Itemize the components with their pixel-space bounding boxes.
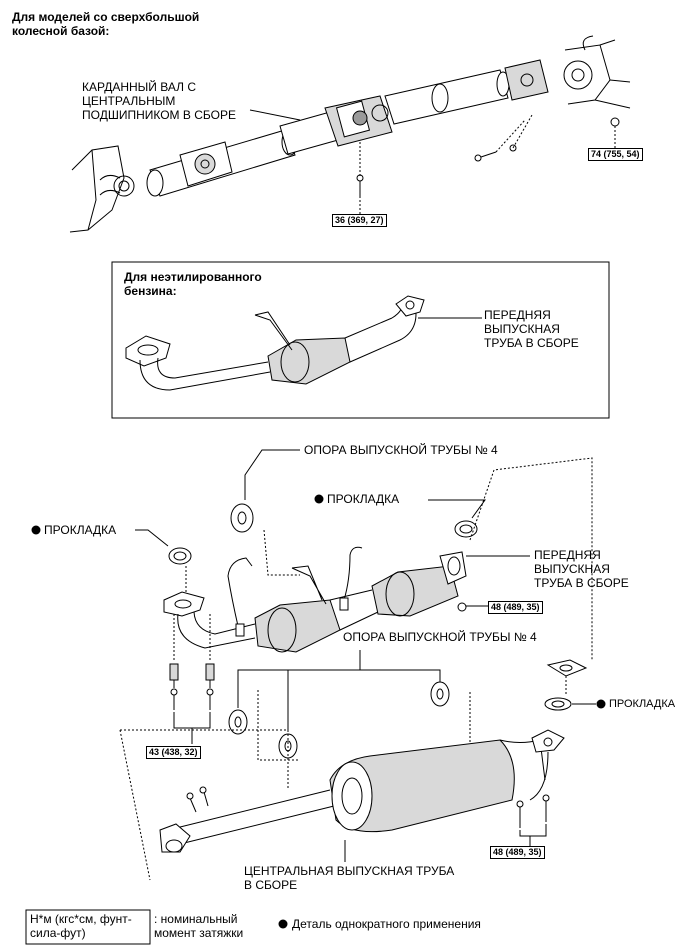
inset-pipe-line3: ТРУБА В СБОРЕ — [484, 336, 579, 350]
single-use-bullet — [31, 525, 41, 535]
front-pipe-line3: ТРУБА В СБОРЕ — [534, 576, 629, 590]
single-use-bullet — [278, 919, 288, 929]
legend-frame — [25, 909, 151, 945]
front-pipe-line2: ВЫПУСКНАЯ — [534, 562, 610, 576]
single-use-bullet — [314, 494, 324, 504]
inset-title-line1: Для неэтилированного — [124, 270, 262, 284]
center-pipe-line1: ЦЕНТРАЛЬНАЯ ВЫПУСКНАЯ ТРУБА — [244, 864, 455, 878]
driveshaft-label-line1: КАРДАННЫЙ ВАЛ С — [82, 80, 196, 94]
torque-left-studs: 43 (438, 32) — [146, 746, 201, 759]
gasket-right-label: ПРОКЛАДКА — [609, 698, 676, 710]
legend-torque-desc-line2: момент затяжки — [154, 926, 244, 940]
legend-single-use: Деталь однократного применения — [292, 917, 481, 931]
front-pipe-line1: ПЕРЕДНЯЯ — [534, 548, 601, 562]
legend-torque-unit: Н*м (кгс*см, фунт- сила-фут) — [30, 912, 132, 940]
exhaust-drawing — [119, 449, 596, 881]
inset-pipe-line2: ВЫПУСКНАЯ — [484, 322, 560, 336]
torque-front-pipe: 48 (489, 35) — [488, 601, 543, 614]
legend-torque-desc: : номинальный момент затяжки — [154, 912, 243, 940]
inset-pipe-line1: ПЕРЕДНЯЯ — [484, 308, 551, 322]
inset-title: Для неэтилированного бензина: — [124, 270, 262, 298]
center-pipe-line2: В СБОРЕ — [244, 878, 298, 892]
driveshaft-label-line2: ЦЕНТРАЛЬНЫМ — [82, 94, 176, 108]
support-top-label: ОПОРА ВЫПУСКНОЙ ТРУБЫ № 4 — [304, 443, 498, 457]
gasket-left-label: ПРОКЛАДКА — [44, 523, 117, 537]
inset-pipe-label: ПЕРЕДНЯЯ ВЫПУСКНАЯ ТРУБА В СБОРЕ — [484, 308, 579, 350]
legend-torque-desc-line1: : номинальный — [154, 912, 238, 926]
support-mid-label: ОПОРА ВЫПУСКНОЙ ТРУБЫ № 4 — [343, 630, 537, 644]
single-use-bullet — [596, 699, 606, 709]
gasket-mid-label: ПРОКЛАДКА — [327, 492, 400, 506]
torque-flange: 74 (755, 54) — [588, 148, 643, 161]
driveshaft-label-line3: ПОДШИПНИКОМ В СБОРЕ — [82, 108, 236, 122]
torque-right-studs: 48 (489, 35) — [490, 846, 545, 859]
center-pipe-label: ЦЕНТРАЛЬНАЯ ВЫПУСКНАЯ ТРУБА В СБОРЕ — [244, 864, 454, 892]
driveshaft-drawing — [69, 35, 631, 233]
legend-torque-unit-line1: Н*м (кгс*см, фунт- — [30, 912, 132, 926]
inset-frame — [111, 261, 610, 419]
header-title: Для моделей со сверхбольшой колесной баз… — [12, 10, 199, 38]
header-line1: Для моделей со сверхбольшой — [12, 10, 200, 24]
inset-pipe-drawing — [125, 295, 482, 391]
header-line2: колесной базой: — [12, 24, 110, 38]
driveshaft-label: КАРДАННЫЙ ВАЛ С ЦЕНТРАЛЬНЫМ ПОДШИПНИКОМ … — [82, 80, 236, 122]
torque-center-bearing: 36 (369, 27) — [332, 214, 387, 227]
legend-torque-unit-line2: сила-фут) — [30, 926, 86, 940]
front-pipe-label: ПЕРЕДНЯЯ ВЫПУСКНАЯ ТРУБА В СБОРЕ — [534, 548, 629, 590]
inset-title-line2: бензина: — [124, 284, 177, 298]
